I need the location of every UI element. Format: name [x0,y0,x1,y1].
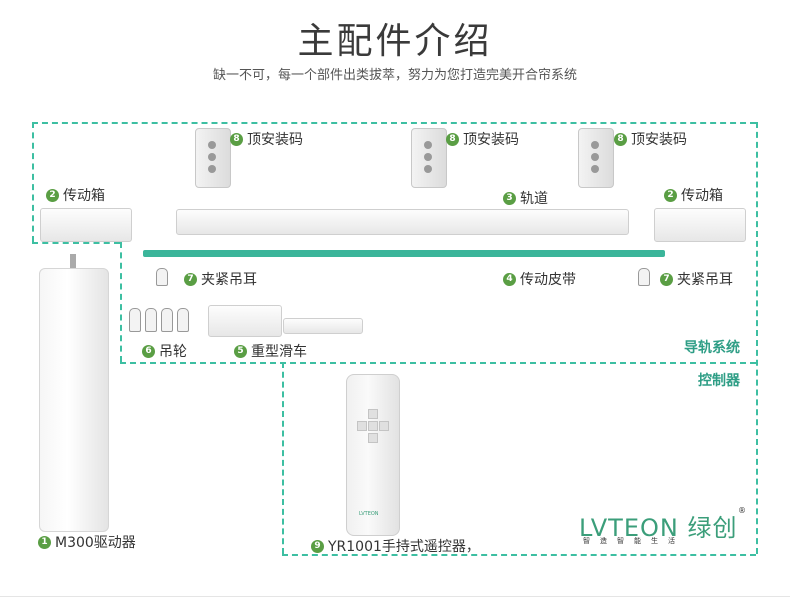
top-bracket-2 [411,128,447,188]
rail-system-frame-top [32,122,756,124]
rail-system-title: 导轨系统 [684,340,740,356]
remote-button [379,421,389,431]
brand-tagline: 智造智能生活 [583,537,685,545]
runner-icon [161,308,173,332]
badge-number: 1 [38,535,51,549]
badge-number: 4 [503,272,516,286]
motor-drive [39,268,109,532]
remote-button [368,409,378,419]
remote-logo: LVTEON [359,511,379,517]
rail-system-frame-left [32,122,34,242]
page-title: 主配件介绍 [297,21,493,62]
badge-number: 2 [46,188,59,202]
runner-icon [129,308,141,332]
registered-mark: ® [738,506,746,515]
clamp-left-icon [156,268,168,286]
brand-logo: LVTEON 绿创 [579,514,738,542]
clamp-right-icon [638,268,650,286]
rail-system-frame-step [32,242,120,244]
divider [0,596,790,597]
rail-system-frame-bottom [120,362,756,364]
runner-icon [145,308,157,332]
remote-button [368,433,378,443]
carriage [208,305,282,337]
remote-button [368,421,378,431]
badge-number: 2 [664,188,677,202]
remote-control: LVTEON [346,374,400,536]
frame-right [756,122,758,554]
controller-frame-bottom [282,554,756,556]
top-bracket-3 [578,128,614,188]
badge-number: 6 [142,344,155,358]
controller-title: 控制器 [698,373,740,389]
drive-belt [143,250,665,257]
badge-number: 8 [446,132,459,146]
motor-shaft [70,254,76,270]
track-rail [176,209,629,235]
rail-system-frame-inner-left [120,242,122,362]
badge-number: 7 [184,272,197,286]
runner-icon [177,308,189,332]
controller-frame-left [282,362,284,554]
badge-number: 9 [311,539,324,553]
gearbox-left [40,208,132,242]
badge-number: 8 [230,132,243,146]
badge-number: 3 [503,191,516,205]
badge-number: 5 [234,344,247,358]
carriage-arm [283,318,363,334]
remote-button [357,421,367,431]
badge-number: 7 [660,272,673,286]
badge-number: 8 [614,132,627,146]
top-bracket-1 [195,128,231,188]
page-subtitle: 缺一不可，每一个部件出类拔萃，努力为您打造完美开合帘系统 [212,68,577,83]
gearbox-right [654,208,746,242]
